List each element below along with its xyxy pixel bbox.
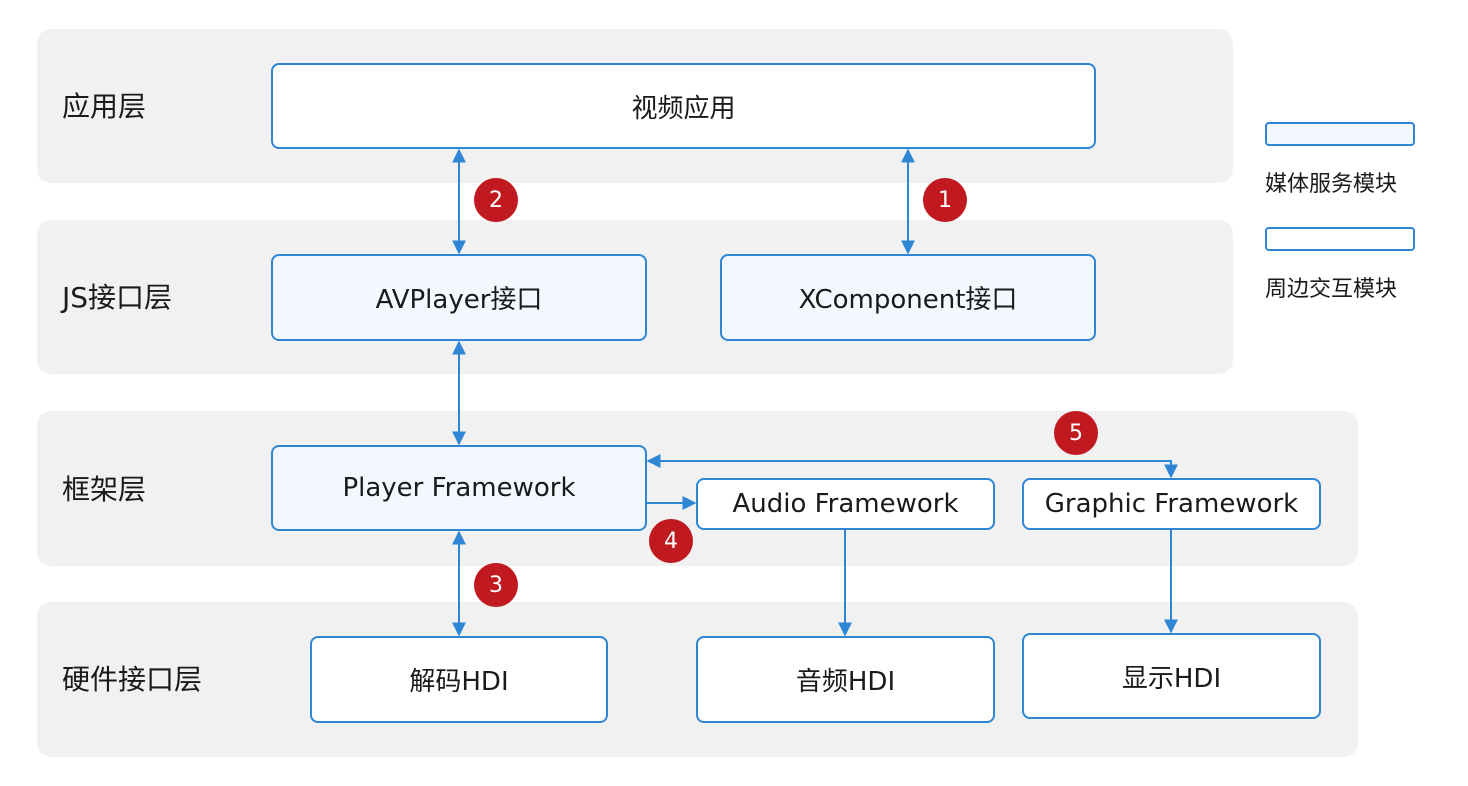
framework-layer-label: 框架层 bbox=[62, 473, 147, 506]
legend-peripheral-swatch bbox=[1265, 227, 1415, 251]
badge-5: 5 bbox=[1054, 411, 1098, 455]
legend-peripheral-label: 周边交互模块 bbox=[1265, 277, 1398, 302]
badge-4: 4 bbox=[649, 519, 693, 563]
decode-hdi-box: 解码HDI bbox=[310, 636, 608, 723]
arrow-player-graphic bbox=[646, 454, 1178, 479]
js-layer-label: JS接口层 bbox=[62, 281, 173, 314]
badge-3: 3 bbox=[474, 563, 518, 607]
display-hdi-box: 显示HDI bbox=[1022, 633, 1321, 719]
graphic-framework-box: Graphic Framework bbox=[1022, 478, 1321, 530]
badge-2: 2 bbox=[474, 178, 518, 222]
xcomponent-box: XComponent接口 bbox=[720, 254, 1096, 341]
app-layer-label: 应用层 bbox=[62, 90, 147, 123]
hardware-layer-label: 硬件接口层 bbox=[62, 663, 203, 696]
badge-1: 1 bbox=[923, 178, 967, 222]
legend-media-swatch bbox=[1265, 122, 1415, 146]
legend-media-label: 媒体服务模块 bbox=[1265, 172, 1398, 197]
player-framework-box: Player Framework bbox=[271, 445, 647, 531]
avplayer-box: AVPlayer接口 bbox=[271, 254, 647, 341]
audio-hdi-box: 音频HDI bbox=[696, 636, 995, 723]
audio-framework-box: Audio Framework bbox=[696, 478, 995, 530]
video-app-box: 视频应用 bbox=[271, 63, 1096, 149]
